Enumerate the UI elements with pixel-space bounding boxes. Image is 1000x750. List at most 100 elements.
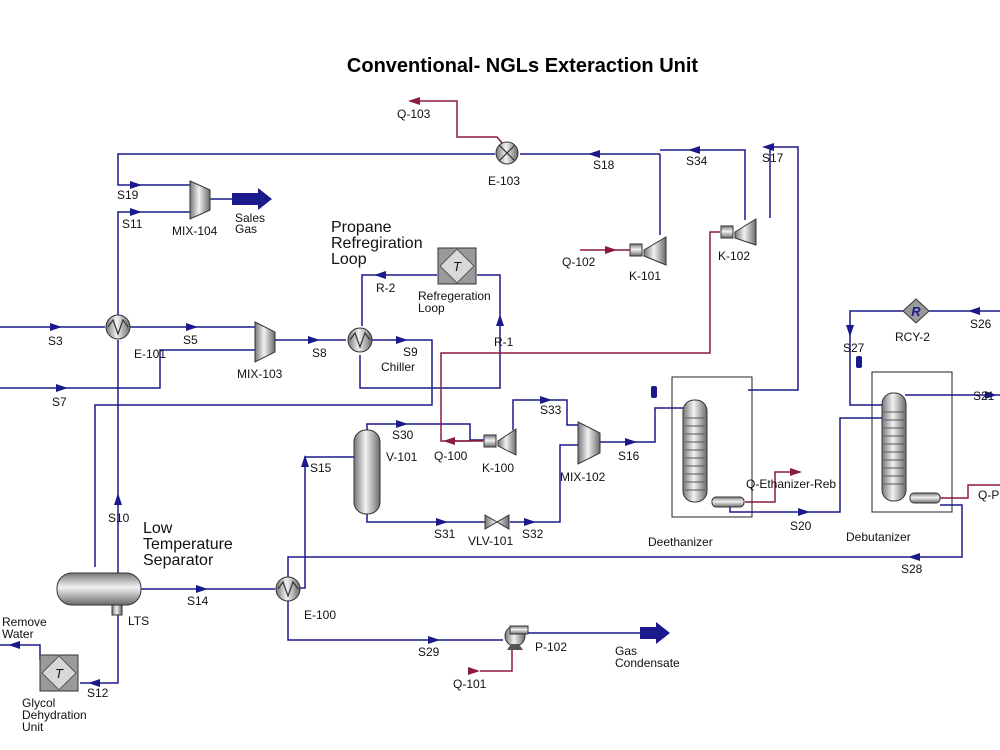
compressor-icon [643, 236, 667, 266]
compressor-icon [497, 428, 517, 456]
mix104-mixer-icon[interactable] [189, 180, 211, 220]
k101-compressor[interactable] [629, 236, 667, 266]
stream-label-gas-condensate-2: Condensate [615, 656, 680, 670]
stream-label-s5: S5 [183, 333, 198, 347]
stream-label-s19: S19 [117, 188, 139, 202]
stream-label-s31: S31 [434, 527, 456, 541]
stream-s16-line[interactable] [600, 407, 683, 443]
lts-region-label-3: Separator [143, 552, 214, 569]
stream-label-q103: Q-103 [397, 107, 431, 121]
stream-s30-line[interactable] [366, 423, 490, 441]
boot-icon [111, 604, 123, 616]
stream-label-s34: S34 [686, 154, 708, 168]
k101-label: K-101 [629, 269, 661, 283]
k102-label: K-102 [718, 249, 750, 263]
stream-s19-line[interactable] [117, 153, 495, 186]
heat-exchanger-icon [349, 331, 371, 349]
stream-s27-line-b[interactable] [849, 340, 882, 406]
sales-gas-product-icon[interactable] [232, 188, 272, 210]
energy-stream-q-ethanizer-reb-line[interactable] [745, 471, 800, 503]
energy-stream-q103-line[interactable] [410, 100, 509, 151]
column-spec-icon [651, 386, 657, 398]
energy-stream-q101-line[interactable] [480, 650, 513, 672]
stream-label-gas-condensate-1: Gas [615, 644, 637, 658]
stream-label-s12: S12 [87, 686, 109, 700]
propane-loop-label-1: Propane [331, 219, 392, 236]
e100-label: E-100 [304, 608, 336, 622]
rcy2-recycle[interactable]: R [902, 298, 930, 324]
stream-s12-line[interactable] [80, 605, 119, 684]
k102-compressor[interactable] [720, 218, 757, 246]
stream-s17-line[interactable] [748, 146, 799, 391]
stream-label-r2: R-2 [376, 281, 396, 295]
stream-s20-line[interactable] [729, 417, 882, 513]
debutanizer-column[interactable] [856, 356, 953, 513]
stream-r2-line[interactable] [361, 274, 437, 326]
debutanizer-label: Debutanizer [846, 530, 911, 544]
heat-exchanger-icon [277, 580, 299, 598]
stream-label-q-ethanizer-reb: Q-Ethanizer-Reb [746, 477, 836, 491]
stream-label-s3: S3 [48, 334, 63, 348]
unit-labels: E-103 MIX-104 E-101 MIX-103 Chiller Refr… [22, 174, 930, 734]
glycol-dehydration-template[interactable]: T [39, 654, 79, 692]
stream-s15-line[interactable] [300, 456, 355, 589]
refregeration-loop-template[interactable]: T [437, 247, 477, 285]
stream-label-sales-gas-2: Gas [235, 222, 257, 236]
mix102-label: MIX-102 [560, 470, 606, 484]
stream-s9-line[interactable] [94, 339, 433, 567]
v101-separator[interactable] [353, 429, 381, 515]
separator-vessel-icon [56, 572, 142, 606]
gas-condensate-product-icon[interactable] [640, 622, 670, 644]
stream-label-q100: Q-100 [434, 449, 468, 463]
p102-pump[interactable] [504, 625, 529, 650]
deethanizer-column[interactable] [651, 376, 753, 518]
mix102-mixer-icon[interactable] [577, 421, 601, 465]
glycol-label-3: Unit [22, 720, 44, 734]
stream-label-s15: S15 [310, 461, 332, 475]
chiller-heat-exchanger[interactable] [347, 327, 373, 353]
stream-s31-line[interactable] [366, 512, 485, 523]
stream-label-s33: S33 [540, 403, 562, 417]
stream-label-q101: Q-101 [453, 677, 487, 691]
propane-loop-label-3: Loop [331, 251, 367, 268]
stream-label-s26: S26 [970, 317, 992, 331]
lts-separator[interactable] [56, 572, 142, 616]
distillation-column-icon [682, 399, 708, 503]
rcy2-label: RCY-2 [895, 330, 930, 344]
stream-s11-line[interactable] [117, 211, 190, 315]
stream-label-s11: S11 [122, 217, 143, 231]
stream-label-s17: S17 [762, 151, 784, 165]
material-streams [0, 146, 1000, 684]
stream-label-s29: S29 [418, 645, 440, 659]
vlv101-valve-icon[interactable] [484, 514, 510, 530]
stream-s28-line[interactable] [287, 504, 963, 578]
template-icon: T [55, 666, 64, 681]
k100-compressor[interactable] [483, 428, 517, 456]
e100-heat-exchanger[interactable] [275, 576, 301, 602]
e101-heat-exchanger[interactable] [105, 314, 131, 340]
stream-s33-line[interactable] [512, 399, 578, 430]
propane-loop-label-2: Refregiration [331, 235, 423, 252]
reboiler-icon [909, 492, 941, 504]
stream-r1-line[interactable] [359, 274, 501, 389]
mix103-mixer-icon[interactable] [254, 321, 276, 363]
lts-region-label-2: Temperature [143, 536, 233, 553]
stream-label-s14: S14 [187, 594, 209, 608]
lts-label: LTS [128, 614, 149, 628]
stream-s7-line[interactable] [0, 349, 255, 389]
stream-label-s8: S8 [312, 346, 327, 360]
stream-label-s21: S21 [973, 389, 995, 403]
energy-stream-q-p-line[interactable] [940, 484, 1000, 499]
column-spec-icon [856, 356, 862, 368]
stream-label-s20: S20 [790, 519, 812, 533]
e103-cooler[interactable] [495, 141, 519, 165]
flow-arrows [8, 97, 997, 687]
reboiler-icon [711, 496, 745, 508]
e101-label: E-101 [134, 347, 166, 361]
stream-labels: Q-103 S18 S34 S17 S19 S11 Sales Gas Q-10… [2, 107, 999, 700]
stream-label-s7: S7 [52, 395, 67, 409]
v101-label: V-101 [386, 450, 418, 464]
template-icon: T [453, 259, 462, 274]
glycol-label-2: Dehydration [22, 708, 87, 722]
vlv101-label: VLV-101 [468, 534, 513, 548]
